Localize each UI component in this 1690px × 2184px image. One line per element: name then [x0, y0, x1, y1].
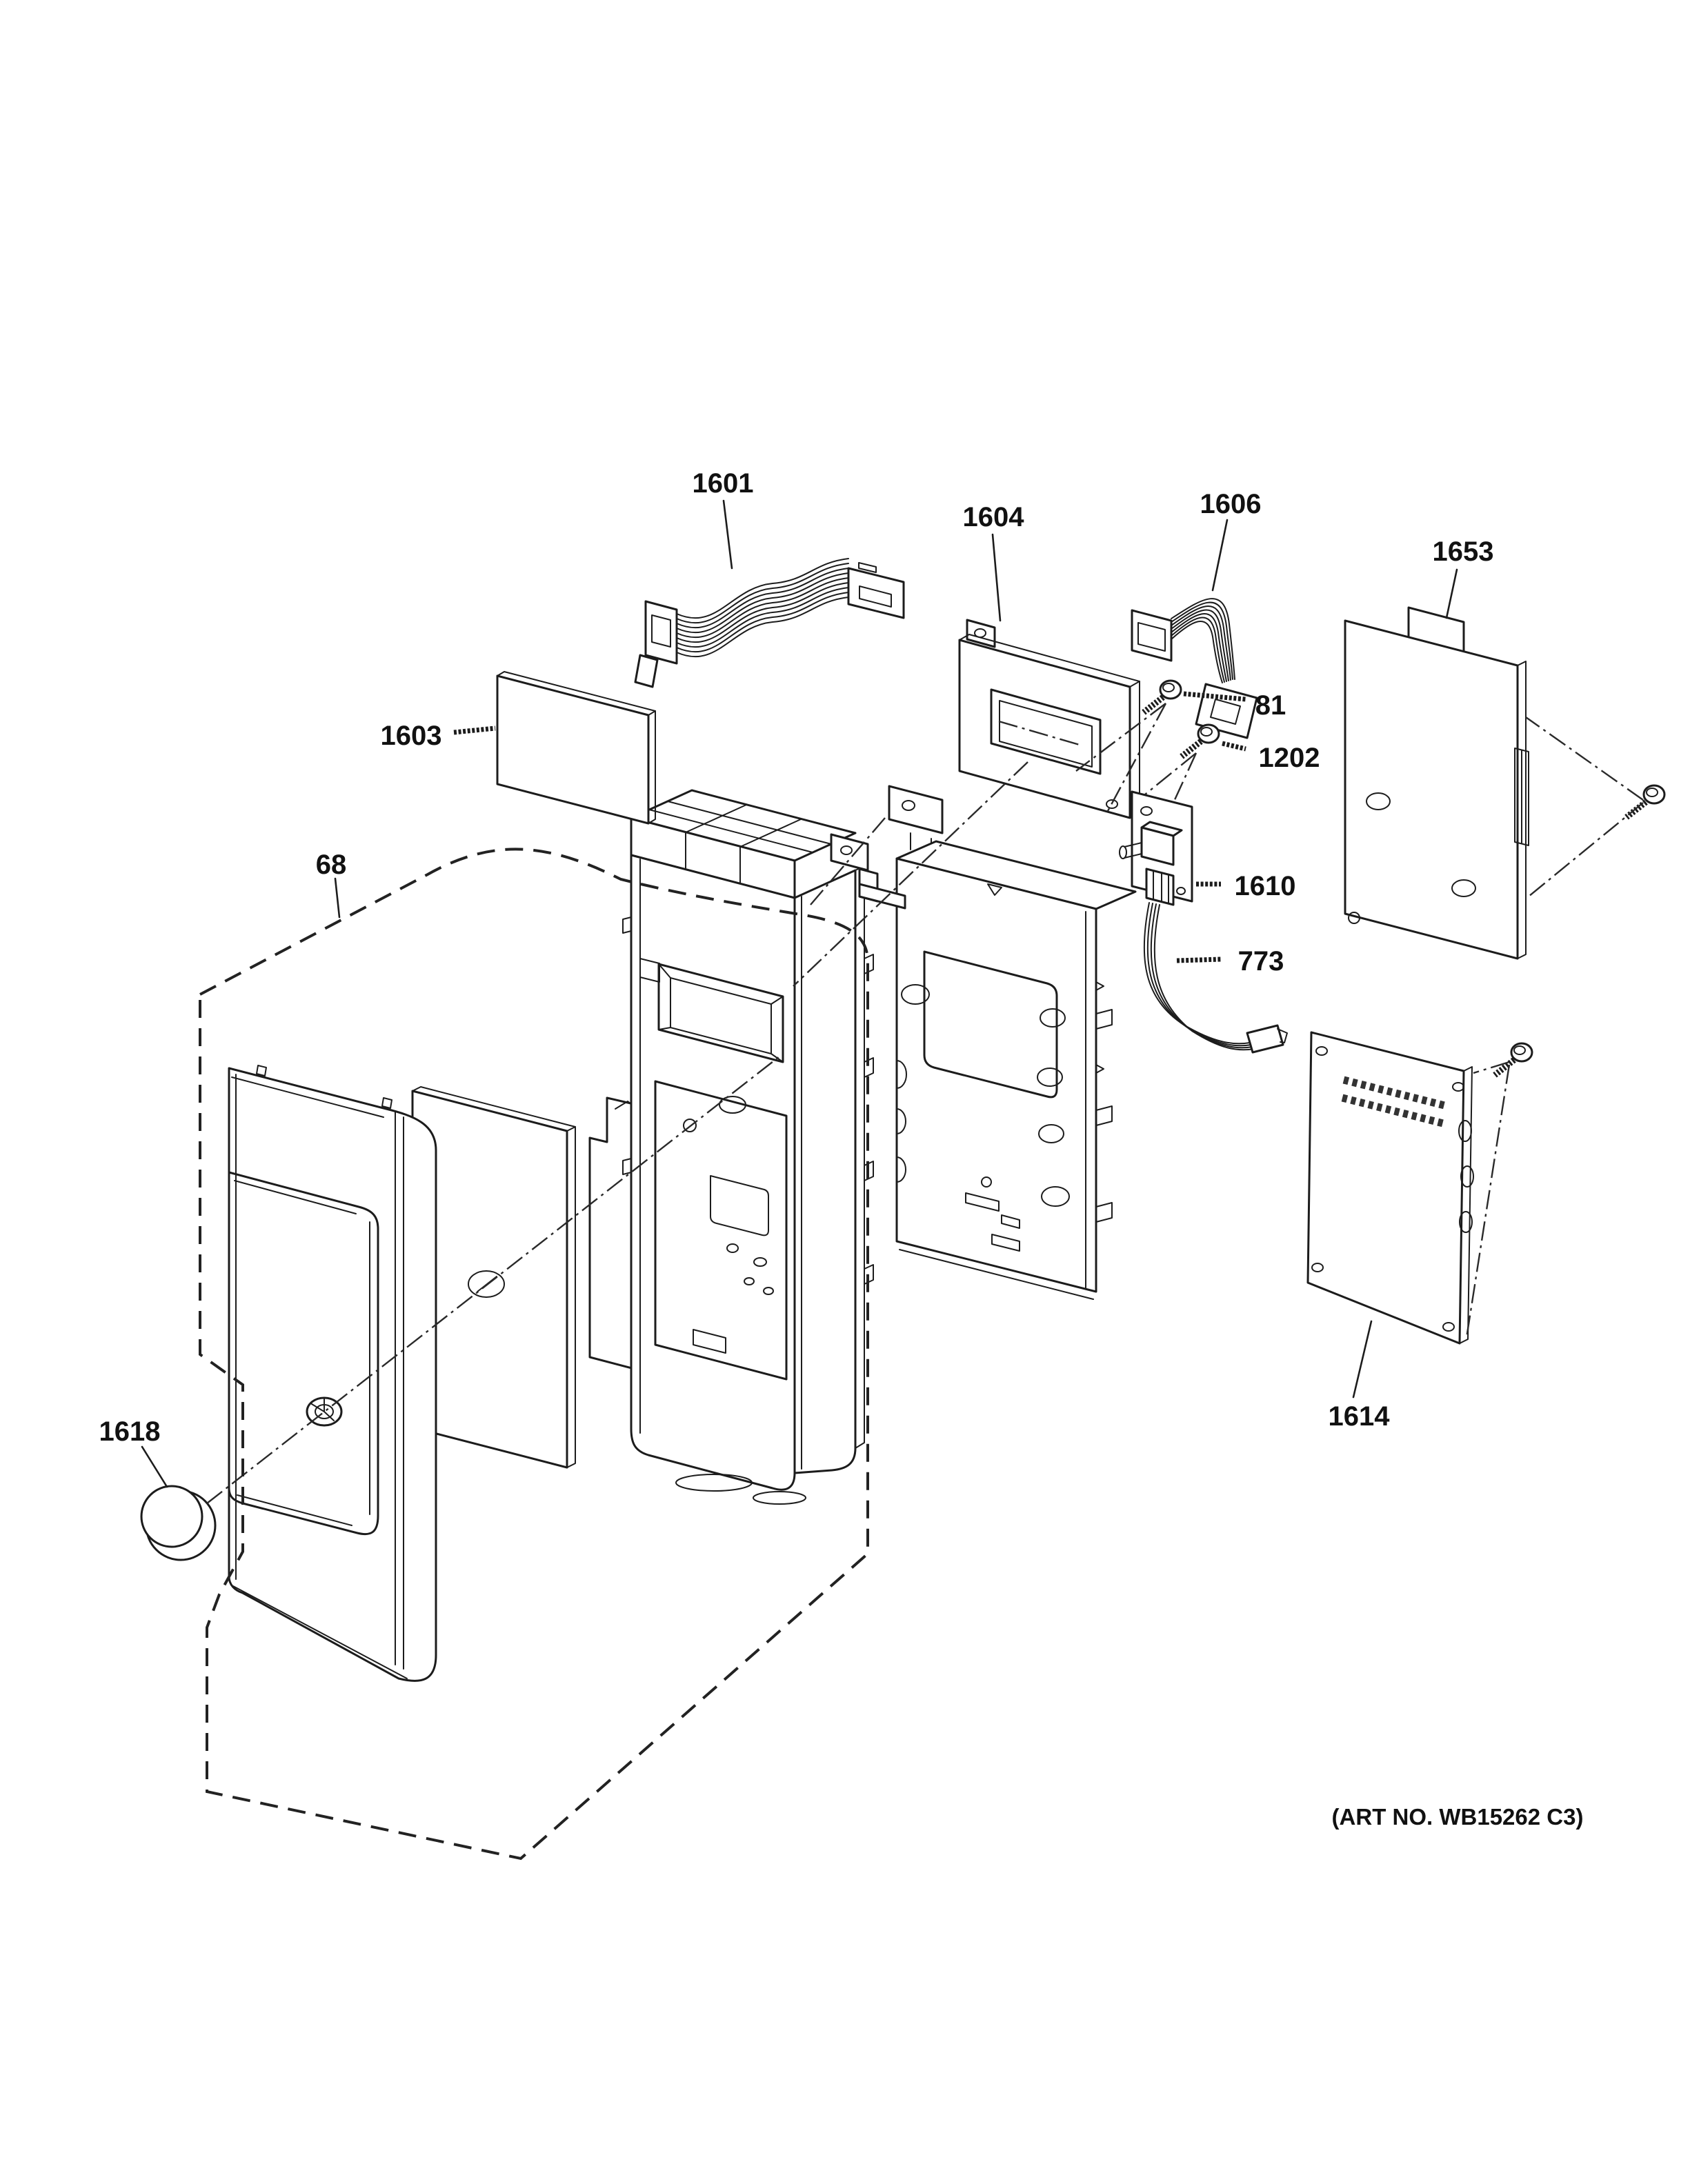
callout-1604: 1604: [963, 502, 1025, 532]
circuit-board-1653: [1344, 606, 1529, 960]
assembly-alignment-lines: [206, 761, 1028, 1504]
screw-81: [1075, 679, 1182, 812]
callout-1610: 1610: [1235, 871, 1296, 901]
callout-labels: 1601 1604 1606 1653 1603 81 1202 1610 77…: [99, 468, 1494, 1447]
control-knob-1618: [140, 1485, 217, 1561]
ribbon-cable-1606: [1131, 598, 1258, 739]
smartboard-mounting-chassis: [830, 785, 1137, 1300]
wire-harness-773: [1143, 902, 1288, 1054]
control-panel-housing: [622, 789, 874, 1505]
power-control-board-1614: [1306, 1031, 1474, 1345]
display-mounting-bracket: [830, 833, 906, 910]
ribbon-cable-1601: [634, 558, 905, 688]
screw-1614: [1465, 1042, 1533, 1339]
callout-1618: 1618: [99, 1416, 161, 1447]
callout-1603: 1603: [381, 721, 442, 751]
display-window-bezel-1604: [958, 619, 1140, 819]
callout-81: 81: [1255, 690, 1286, 721]
callout-1653: 1653: [1433, 537, 1494, 567]
encoder-switch-plate-1610: [1119, 790, 1193, 906]
leader-lines: [141, 499, 1458, 1488]
art-number: (ART NO. WB15262 C3): [1332, 1804, 1584, 1830]
assembly-group-boundary-68: [199, 848, 869, 1861]
callout-1601: 1601: [693, 468, 754, 499]
screw-1653: [1525, 717, 1666, 897]
front-escutcheon-panel: [228, 1065, 437, 1682]
insulation-panel-1603: [496, 671, 656, 825]
callout-773: 773: [1238, 946, 1284, 976]
callout-68: 68: [316, 850, 347, 880]
callout-1606: 1606: [1200, 489, 1262, 519]
callout-1202: 1202: [1259, 743, 1320, 773]
callout-1614: 1614: [1329, 1401, 1391, 1432]
